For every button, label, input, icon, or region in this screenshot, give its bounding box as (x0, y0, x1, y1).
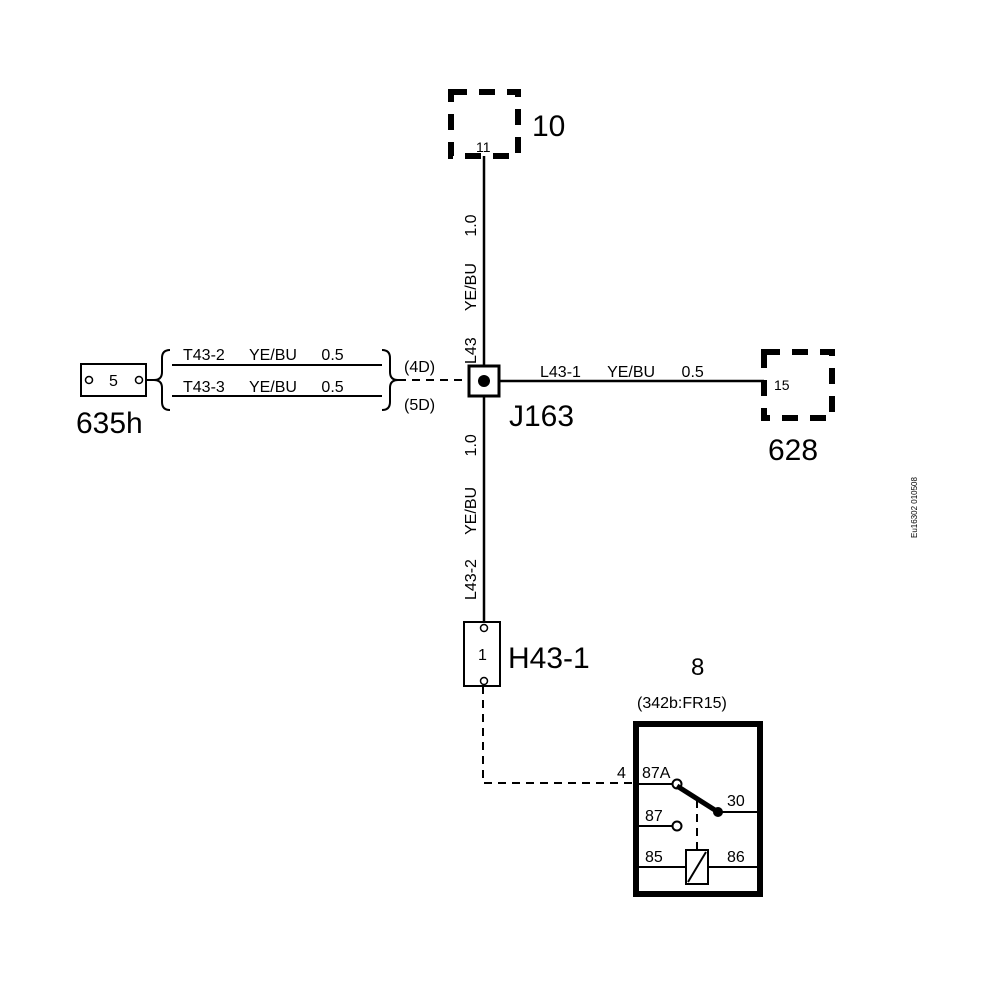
connector-h43-1-label: H43-1 (508, 642, 590, 675)
relay-terminal-85: 85 (645, 849, 663, 866)
wire-t43-2-circuit: T43-2 (183, 347, 225, 364)
component-628-pin: 15 (774, 377, 790, 393)
component-635h: 5 635h (76, 363, 147, 440)
wire-t43-2-connector: (4D) (404, 359, 435, 376)
relay-terminal-87a: 87A (642, 765, 671, 782)
relay-8-pin-in: 4 (617, 765, 626, 782)
wire-bundle-t43: T43-2 YE/BU 0.5 T43-3 YE/BU 0.5 (4D) (5D… (146, 347, 469, 414)
relay-terminal-86: 86 (727, 849, 745, 866)
wire-l43-1-label: L43-1 YE/BU 0.5 (540, 364, 704, 381)
wire-l43-2-size: 1.0 (463, 434, 480, 456)
wire-h43-to-relay (482, 686, 636, 784)
wire-t43-3-size: 0.5 (321, 379, 343, 396)
wire-t43-3-connector: (5D) (404, 397, 435, 414)
wire-l43-1-color: YE/BU (607, 364, 655, 381)
svg-text:L43-2 YE/BU 1.0: L43-2 YE/BU 1.0 (463, 434, 480, 600)
relay-8: 8 (342b:FR15) 4 87A 30 87 85 86 (617, 654, 763, 897)
wire-t43-3-color: YE/BU (249, 379, 297, 396)
figure-code: Eu16302 010508 (910, 477, 919, 539)
connector-h43-1-pin: 1 (478, 647, 487, 664)
wire-l43-size: 1.0 (463, 214, 480, 236)
relay-8-ref: (342b:FR15) (637, 695, 727, 712)
relay-terminal-30: 30 (727, 793, 745, 810)
wire-l43-2-circuit: L43-2 (463, 559, 480, 600)
wire-l43-color: YE/BU (463, 263, 480, 311)
wire-l43-2-color: YE/BU (463, 487, 480, 535)
component-10-pin: 11 (476, 139, 491, 155)
relay-8-label: 8 (691, 654, 704, 681)
wire-l43-label: L43 YE/BU 1.0 (463, 214, 480, 364)
wire-t43-2-color: YE/BU (249, 347, 297, 364)
component-10-label: 10 (532, 110, 565, 143)
component-628: 15 628 (761, 349, 835, 467)
svg-text:L43 YE/BU 1.0: L43 YE/BU 1.0 (463, 214, 480, 364)
relay-terminal-87: 87 (645, 808, 663, 825)
component-635h-pin: 5 (109, 373, 118, 390)
wire-l43-circuit: L43 (463, 337, 480, 364)
wire-l43-1-circuit: L43-1 (540, 364, 581, 381)
component-635h-label: 635h (76, 407, 143, 440)
wire-t43-3-label: T43-3 YE/BU 0.5 (183, 379, 344, 396)
wire-l43-1-size: 0.5 (682, 364, 704, 381)
splice-j163-label: J163 (509, 400, 574, 433)
connector-h43-1: 1 H43-1 (463, 621, 590, 687)
component-10: 11 10 (448, 89, 565, 159)
wire-l43-2-label: L43-2 YE/BU 1.0 (463, 434, 480, 600)
wire-t43-3-circuit: T43-3 (183, 379, 225, 396)
component-628-label: 628 (768, 434, 818, 467)
wire-t43-2-size: 0.5 (321, 347, 343, 364)
wire-t43-2-label: T43-2 YE/BU 0.5 (183, 347, 344, 364)
